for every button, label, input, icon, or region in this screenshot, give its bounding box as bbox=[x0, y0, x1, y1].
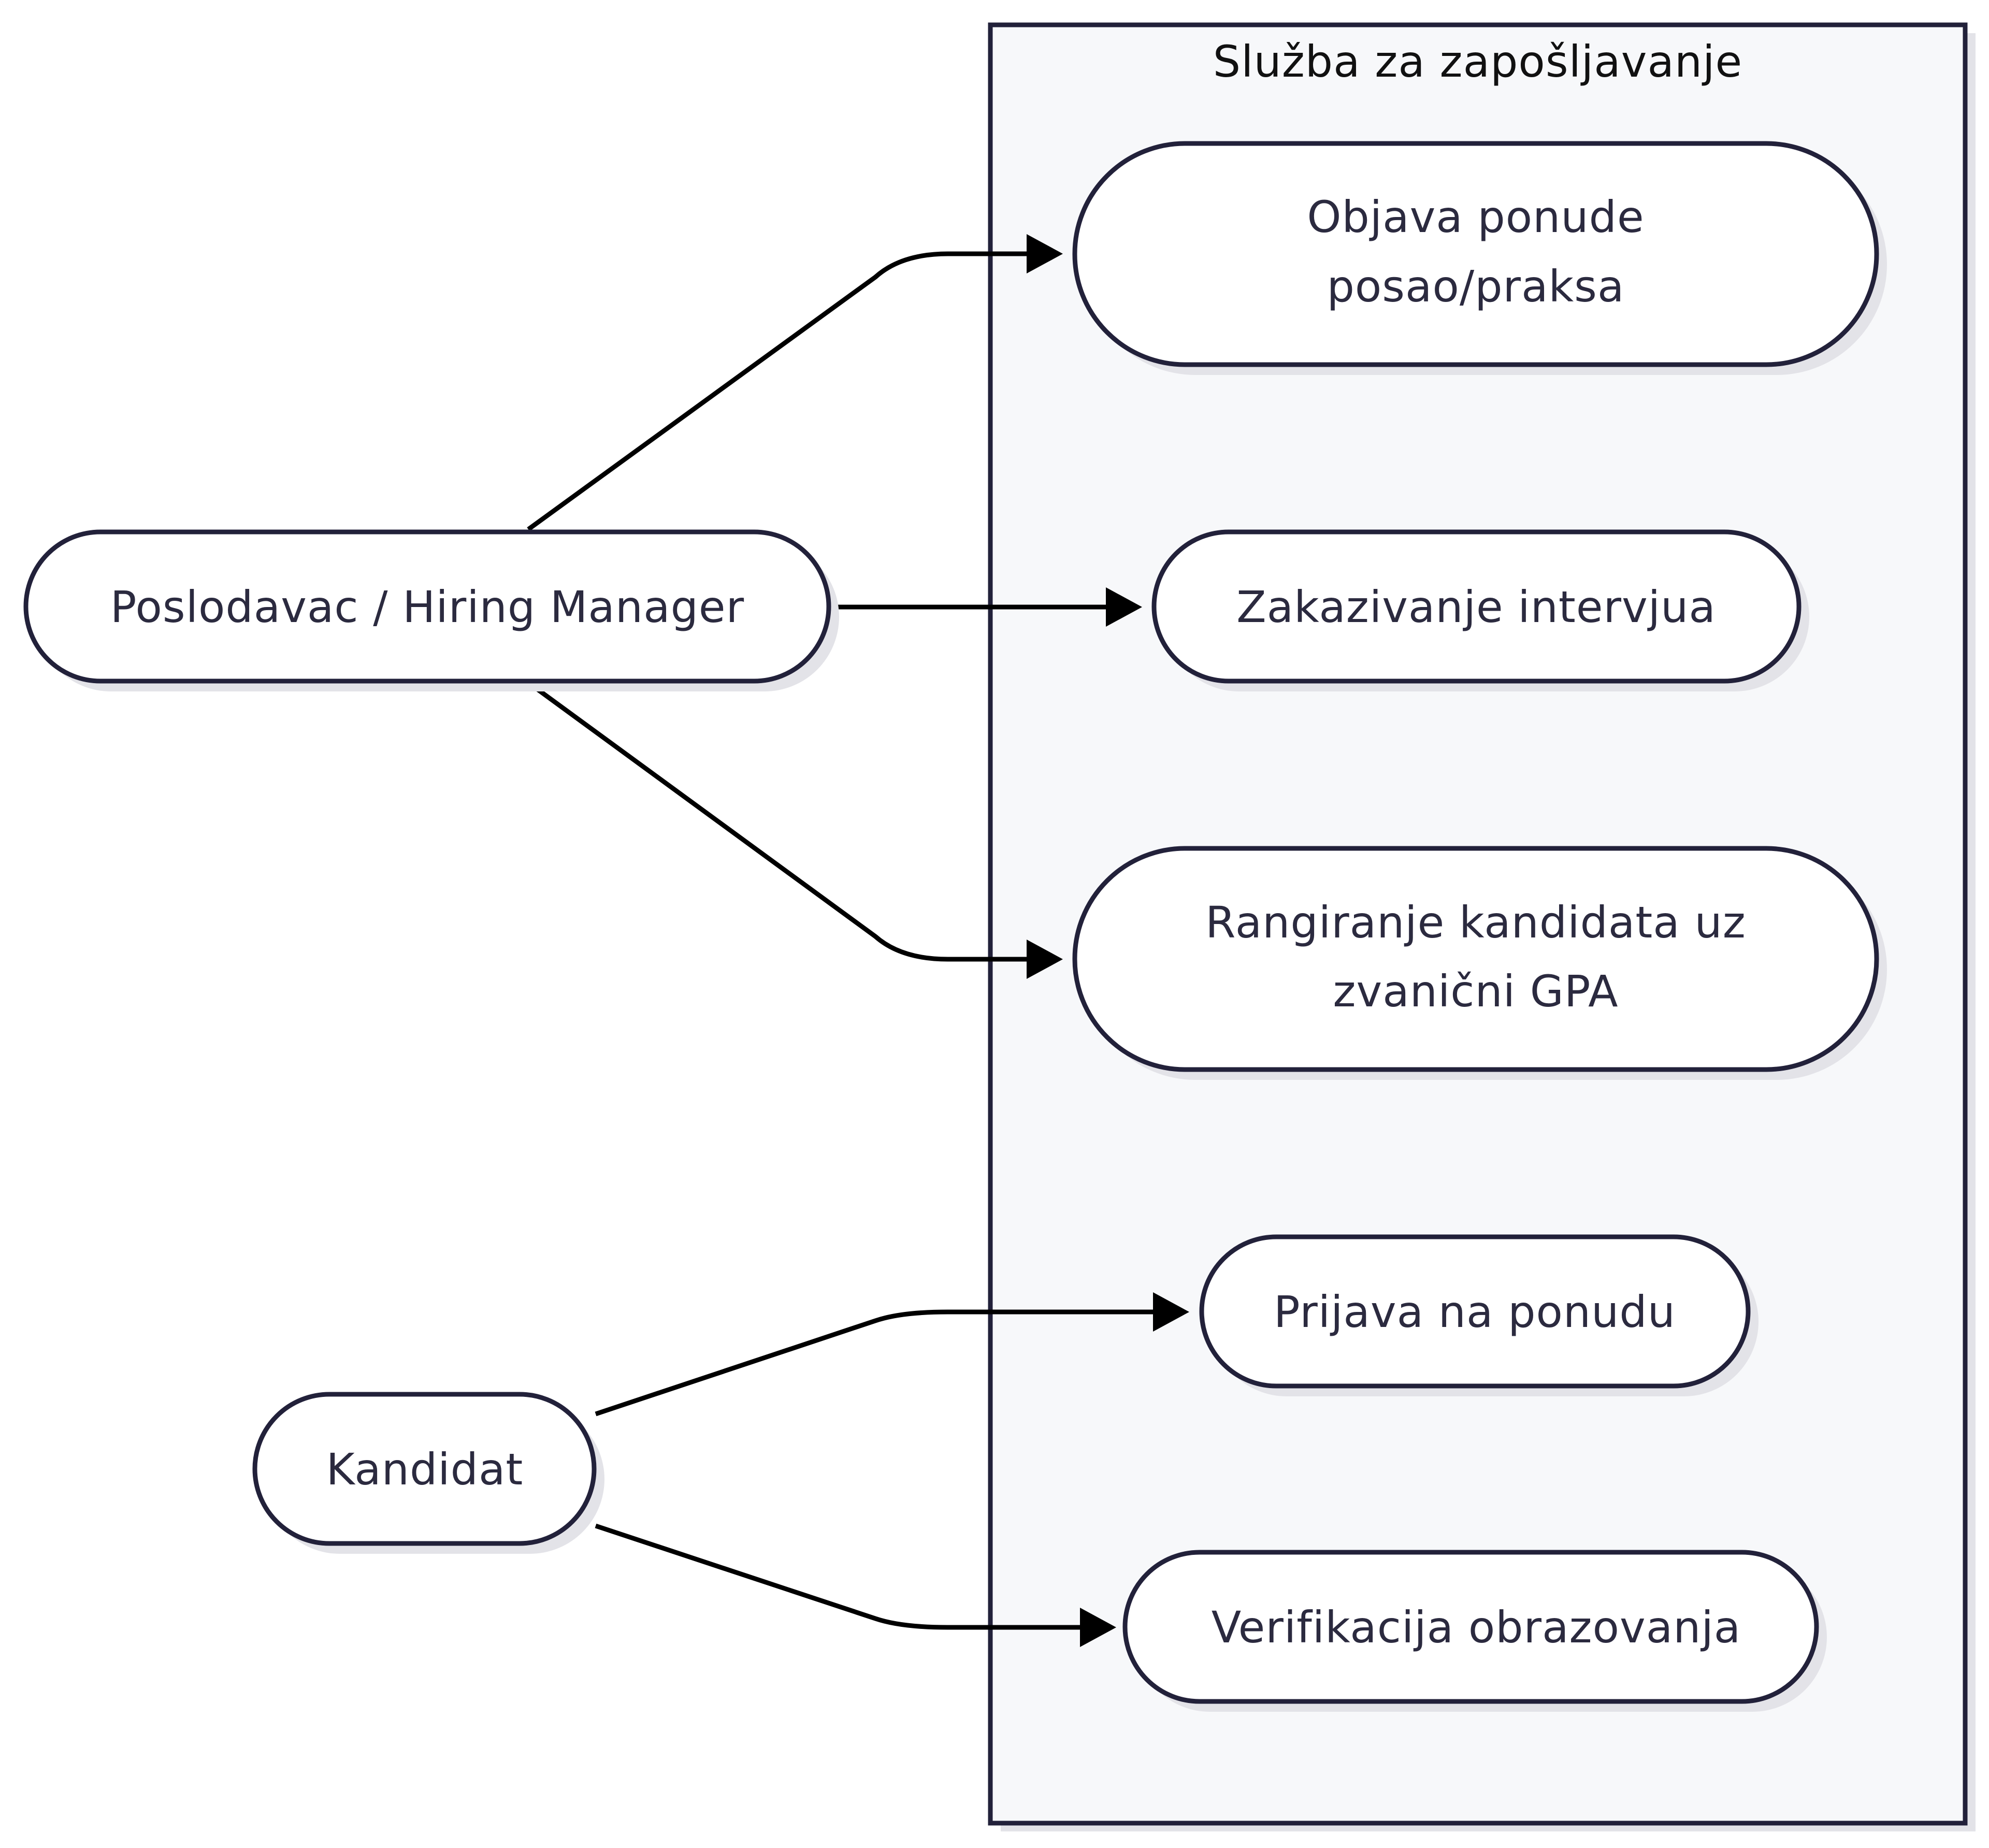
use-case-rank-candidates-line-1: Rangiranje kandidata uz bbox=[1205, 897, 1746, 948]
edge-employer-rank bbox=[527, 681, 1030, 962]
actor-employer-label: Poslodavac / Hiring Manager bbox=[110, 582, 744, 632]
system-title: Služba za zapošljavanje bbox=[1213, 36, 1742, 87]
actor-candidate-label: Kandidat bbox=[326, 1444, 524, 1495]
use-case-publish-offer-line-2: posao/praksa bbox=[1327, 261, 1625, 312]
arrowhead-verify bbox=[1080, 1608, 1116, 1647]
arrowhead-apply bbox=[1153, 1292, 1189, 1332]
use-case-apply-offer: Prijava na ponudu bbox=[1199, 1234, 1759, 1396]
edges bbox=[527, 251, 1156, 1630]
use-case-verify-education: Verifikacija obrazovanja bbox=[1122, 1550, 1827, 1712]
arrowhead-publish bbox=[1027, 234, 1063, 273]
edge-employer-publish bbox=[527, 251, 1030, 531]
arrowhead-rank bbox=[1027, 940, 1063, 979]
edge-candidate-verify bbox=[595, 1523, 1083, 1630]
use-case-verify-education-label: Verifikacija obrazovanja bbox=[1212, 1602, 1741, 1653]
use-case-apply-offer-label: Prijava na ponudu bbox=[1274, 1287, 1676, 1337]
use-case-publish-offer: Objava ponude posao/praksa bbox=[1072, 141, 1887, 375]
edge-candidate-apply bbox=[595, 1309, 1156, 1417]
use-case-schedule-interview: Zakazivanje intervjua bbox=[1151, 529, 1809, 691]
actor-candidate: Kandidat bbox=[252, 1392, 604, 1554]
arrowheads bbox=[1027, 234, 1189, 1647]
use-case-rank-candidates-line-2: zvanični GPA bbox=[1333, 966, 1618, 1017]
arrowhead-schedule bbox=[1106, 587, 1142, 627]
actor-employer: Poslodavac / Hiring Manager bbox=[23, 529, 839, 691]
use-case-publish-offer-line-1: Objava ponude bbox=[1307, 192, 1644, 242]
use-case-rank-candidates: Rangiranje kandidata uz zvanični GPA bbox=[1072, 846, 1887, 1080]
use-case-schedule-interview-label: Zakazivanje intervjua bbox=[1236, 582, 1716, 632]
